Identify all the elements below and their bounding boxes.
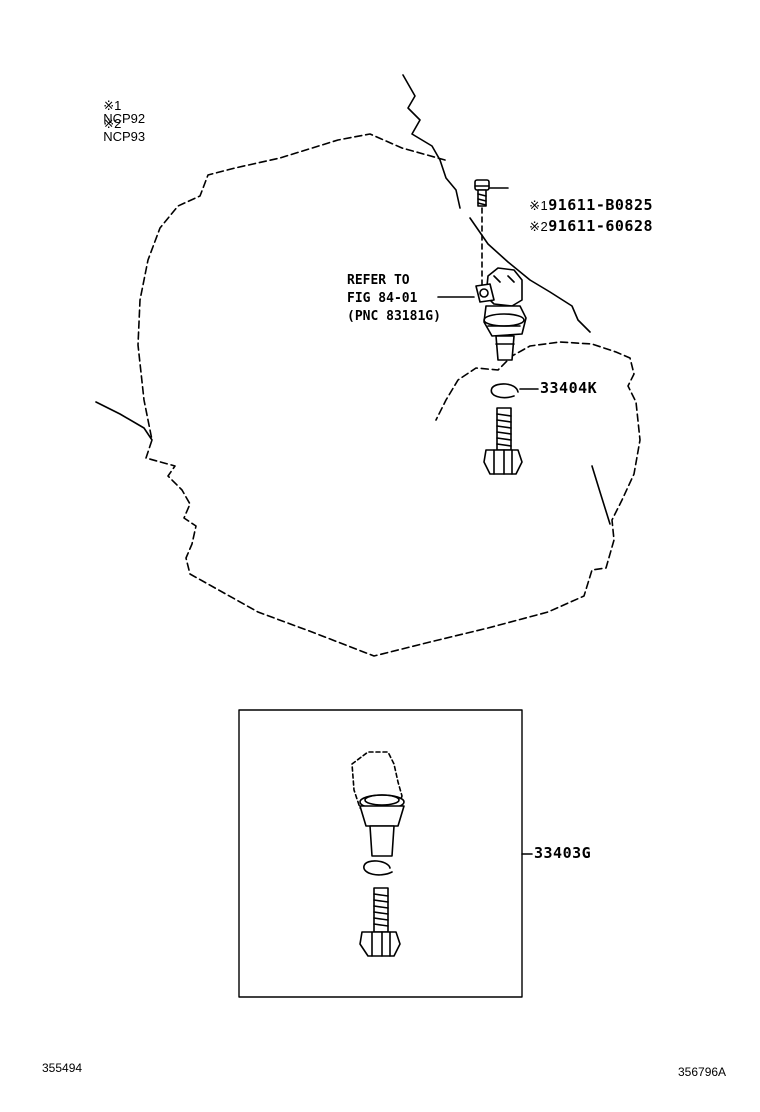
footer-right-code: 356796A <box>678 1065 727 1079</box>
bolt-part-number: 91611-60628 <box>548 217 654 235</box>
break-line-top <box>402 74 461 209</box>
inset-sensor-icon <box>351 751 405 857</box>
legend-model: NCP93 <box>103 129 146 144</box>
assembly-part-number[interactable]: 33403G <box>534 844 592 862</box>
refer-line-2[interactable]: FIG 84-01 <box>347 291 418 306</box>
o-ring-icon <box>490 383 519 399</box>
footer-left-code: 355494 <box>42 1061 83 1075</box>
inset-o-ring-icon <box>363 860 393 876</box>
break-line-bottom <box>591 465 611 525</box>
refer-line-3[interactable]: (PNC 83181G) <box>347 309 441 324</box>
bolt-icon <box>474 179 490 207</box>
bolt-part-mark: ※1 <box>529 198 549 213</box>
bolt-part-mark: ※2 <box>529 219 549 234</box>
legend-model: NCP92 <box>103 111 146 126</box>
driven-gear-icon <box>483 407 523 475</box>
bolt-part-2[interactable]: ※291611-60628 <box>510 204 653 234</box>
legend-item-2: ※2 NCP93 <box>96 104 145 143</box>
legend-mark: ※1 <box>103 98 122 113</box>
legend-mark: ※2 <box>103 116 122 131</box>
legend-item-1: ※1 NCP92 <box>96 86 145 125</box>
bolt-part-number: 91611-B0825 <box>548 196 654 214</box>
break-line-left <box>95 401 153 441</box>
break-line-right <box>469 217 591 333</box>
bolt-part-1[interactable]: ※191611-B0825 <box>510 183 653 213</box>
refer-line-1: REFER TO <box>347 273 410 288</box>
transmission-case-outline <box>137 133 641 657</box>
speed-sensor-icon <box>475 267 527 361</box>
o-ring-part-number[interactable]: 33404K <box>540 379 598 397</box>
inset-gear-icon <box>359 887 401 957</box>
